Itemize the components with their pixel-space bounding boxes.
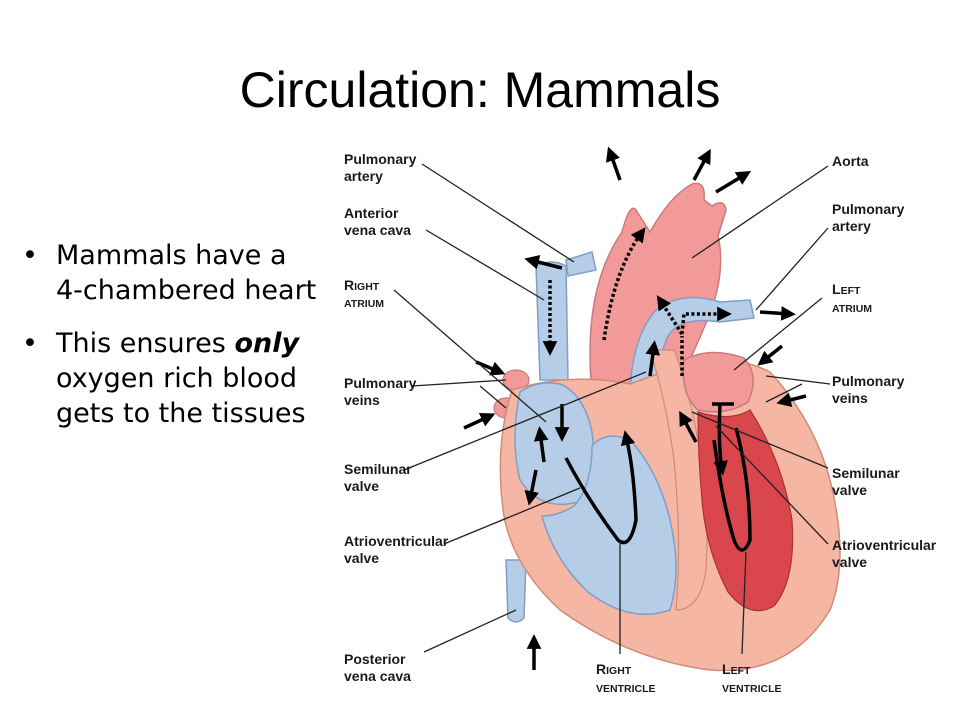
leader-pulmonary-veins-right-b [765, 383, 803, 403]
bullet-list: • Mammals have a 4-chambered heart • Thi… [22, 238, 322, 449]
label-aorta: Aorta [832, 153, 869, 169]
slide-title: Circulation: Mammals [239, 62, 721, 118]
flow-arrow-dotted-aorta [602, 227, 646, 341]
flow-arrow-la-to-lv [713, 403, 728, 476]
leader-pulmonary-artery-left [421, 163, 575, 263]
flow-arrow-dotted-pulm-branch-up [656, 295, 684, 335]
leader-semilunar-left [403, 371, 647, 471]
pulmonary-artery-left-vessel [565, 251, 597, 277]
flow-arrow-lv-to-aorta [679, 410, 698, 443]
flow-arrow-aorta-1 [606, 146, 622, 181]
leader-av-right [715, 425, 829, 545]
flow-arrow-right-atrium-up [533, 426, 549, 463]
posterior-vena-cava-vessel [505, 559, 527, 623]
leader-right-atrium [393, 289, 547, 423]
leader-av-left [443, 487, 581, 545]
flow-arrow-rv-to-pulm [645, 340, 661, 377]
leader-pulmonary-artery-right [755, 227, 829, 311]
septum [649, 349, 708, 611]
bullet-marker: • [22, 240, 38, 271]
flow-arrow-vein-right-1 [757, 344, 784, 366]
leader-pulmonary-veins-right [765, 375, 831, 385]
flow-arrow-lv-loop [712, 427, 752, 552]
bullet-item: • This ensures only oxygen rich blood ge… [22, 326, 322, 431]
bullet-emphasis: only [234, 328, 300, 359]
leader-pulmonary-veins-left-b [479, 385, 507, 409]
flow-arrow-rv-loop [564, 430, 638, 545]
anterior-vena-cava-vessel [535, 261, 569, 381]
left-atrium-chamber [682, 351, 754, 413]
flow-arrow-pulmonary-left [524, 255, 563, 270]
flow-arrow-vein-right-2 [776, 392, 807, 407]
flow-arrow-vein-left-1 [475, 360, 506, 376]
bullet-text-after: oxygen rich blood gets to the tissues [56, 363, 306, 429]
leader-semilunar-right [691, 411, 829, 469]
leader-left-atrium [733, 297, 823, 371]
flow-arrow-dotted-pulm-branch-right [680, 306, 732, 335]
leader-anterior-vena-cava [425, 229, 545, 301]
bullet-text: Mammals have a 4-chambered heart [56, 240, 317, 306]
leader-posterior-vena-cava [423, 609, 517, 653]
bullet-text-before: This ensures [56, 328, 235, 359]
leader-pulmonary-veins-left [411, 379, 507, 387]
flow-arrow-ra-to-rv [524, 469, 539, 506]
flow-arrow-vein-left-2 [463, 413, 496, 430]
leader-aorta [691, 165, 829, 259]
bullet-marker: • [22, 328, 38, 359]
flow-arrow-aorta-2 [692, 148, 711, 181]
bullet-item: • Mammals have a 4-chambered heart [22, 238, 322, 308]
leader-left-ventricle [741, 551, 747, 655]
flow-arrow-pulmonary-right [759, 306, 796, 321]
flow-arrow-aorta-3 [715, 170, 752, 194]
